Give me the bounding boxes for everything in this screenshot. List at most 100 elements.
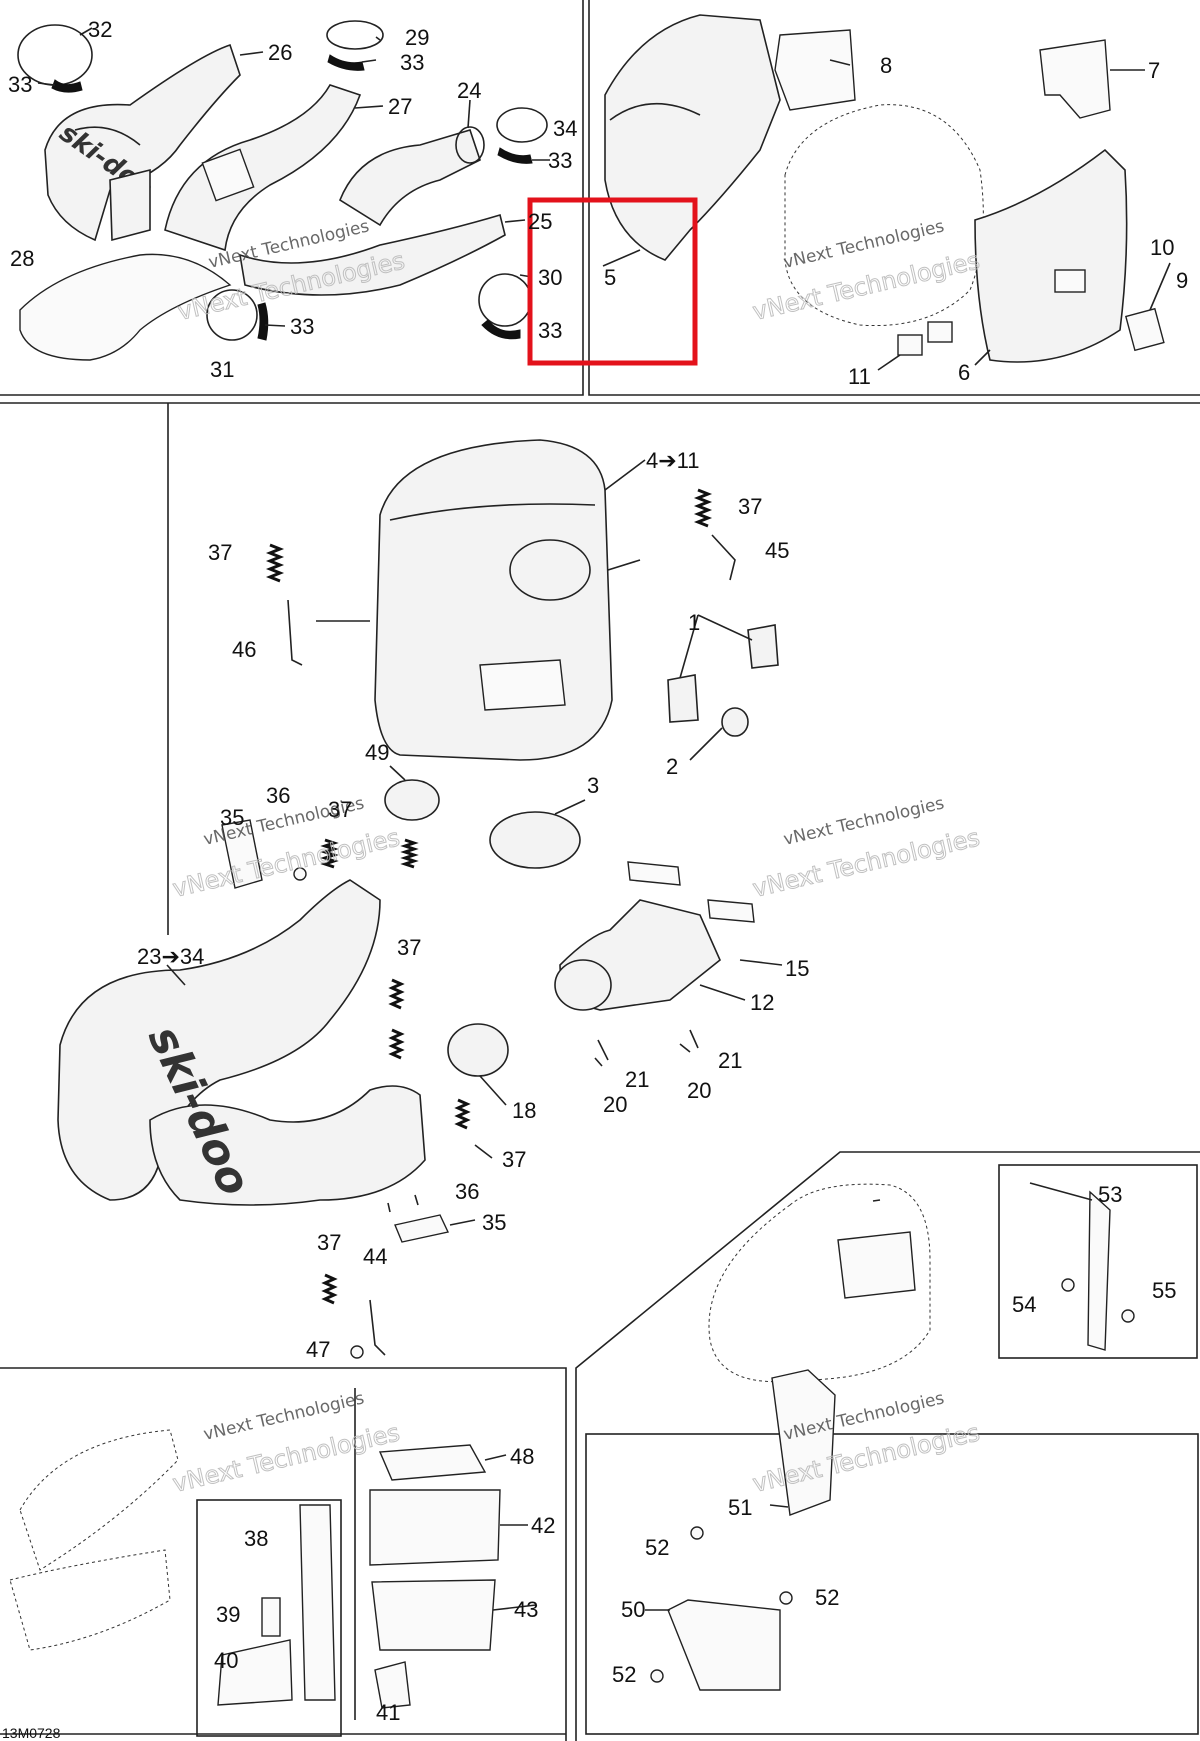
part-label-52: 52 (815, 1585, 839, 1610)
nut-52-a (690, 1526, 704, 1540)
part-label-26: 26 (268, 40, 292, 65)
part-label-55: 55 (1152, 1278, 1176, 1303)
clip-11-b (927, 321, 953, 343)
expansion-chamber (57, 879, 381, 1201)
assembly-plate (837, 1231, 916, 1299)
highlight-box-part-5[interactable] (527, 197, 698, 366)
spring-37-d (400, 838, 419, 869)
bracket-35-a (221, 819, 263, 889)
part-label-37: 37 (328, 797, 352, 822)
ring-29 (326, 20, 384, 50)
part-label-38: 38 (244, 1526, 268, 1551)
pipe-24-end (455, 126, 485, 164)
clip-11-a (897, 334, 923, 356)
ring-30 (478, 273, 532, 327)
plate-40 (217, 1639, 293, 1706)
part-label-37: 37 (208, 540, 232, 565)
spring-37-b (265, 543, 285, 583)
part-label-52: 52 (612, 1662, 636, 1687)
grommet-2 (721, 707, 749, 737)
part-label-30: 30 (538, 265, 562, 290)
spring-37-h (388, 1028, 405, 1060)
bolt-20-b (679, 1029, 699, 1053)
part-label-45: 45 (765, 538, 789, 563)
bolt-54 (1061, 1278, 1075, 1292)
pipe-27 (164, 84, 362, 252)
label-39 (261, 1597, 281, 1637)
strip-38 (299, 1504, 336, 1701)
plate-43 (371, 1579, 496, 1651)
part-label-12: 12 (750, 990, 774, 1015)
part-label-37: 37 (738, 494, 762, 519)
hook-44 (369, 1299, 386, 1356)
pipe-24 (339, 129, 481, 227)
part-label-33: 33 (548, 148, 572, 173)
part-label-6: 6 (958, 360, 970, 385)
part-label-8: 8 (880, 53, 892, 78)
part-label-39: 39 (216, 1602, 240, 1627)
part-label-32: 32 (88, 17, 112, 42)
assembly-view-group (650, 1183, 1135, 1691)
part-label-24: 24 (457, 78, 481, 103)
pipe-section-a (109, 168, 151, 242)
part-label-2: 2 (666, 754, 678, 779)
part-label-37: 37 (317, 1230, 341, 1255)
chamber-lower (149, 1085, 426, 1206)
clamp-33-e (257, 302, 269, 341)
bolt-55 (1121, 1309, 1135, 1323)
gasket-28 (19, 253, 232, 361)
nut-52-b (779, 1591, 793, 1605)
flange-15-b (707, 899, 755, 923)
part-label-10: 10 (1150, 235, 1174, 260)
side-panel-outline (19, 1429, 179, 1571)
bracket-35-b (394, 1214, 450, 1243)
part-label-29: 29 (405, 25, 429, 50)
main-muffler-group: ski-doo (57, 439, 779, 1359)
part-label-33: 33 (8, 72, 32, 97)
part-label-3: 3 (587, 773, 599, 798)
pipe-26-detail (74, 126, 141, 146)
heat-shield-6 (974, 148, 1128, 363)
muffler-25 (238, 213, 506, 296)
frame-bottom-right (575, 1151, 1200, 1741)
muffler-outlet (509, 539, 591, 601)
part-label-18: 18 (512, 1098, 536, 1123)
part-label-40: 40 (214, 1648, 238, 1673)
part-label-11: 11 (848, 364, 871, 389)
part-label-43: 43 (514, 1597, 538, 1622)
part-label-27: 27 (388, 94, 412, 119)
cover-5-detail (609, 102, 701, 121)
mount-1-a (747, 624, 779, 669)
part-label-52: 52 (645, 1535, 669, 1560)
clamp-33-d (481, 319, 521, 340)
part-label-37: 37 (397, 935, 421, 960)
seal-49 (384, 779, 440, 821)
spring-37-g (388, 978, 405, 1010)
plate-42 (369, 1489, 501, 1566)
part-label-25: 25 (528, 209, 552, 234)
part-label-34: 34 (553, 116, 577, 141)
plate-10 (1124, 307, 1165, 352)
part-label-50: 50 (621, 1597, 645, 1622)
shield-plates-group (9, 1429, 501, 1709)
bracket-50 (667, 1599, 781, 1691)
cover-51 (771, 1369, 836, 1516)
part-label-33: 33 (538, 318, 562, 343)
nut-52-c (650, 1669, 664, 1683)
lower-panel-outline (9, 1549, 171, 1651)
clamp-33-a (51, 79, 83, 93)
muffler-bracket (479, 659, 566, 711)
ring-31 (206, 289, 258, 341)
part-label-44: 44 (363, 1244, 387, 1269)
shield-53 (1087, 1190, 1111, 1351)
part-label-46: 46 (232, 637, 256, 662)
bracket-27 (201, 148, 255, 202)
flange-15-a (627, 861, 681, 886)
clamp-33-b (327, 54, 365, 71)
muffler-seam (389, 503, 596, 521)
assembly-outline (708, 1183, 931, 1383)
frame-bottom-left (0, 1367, 567, 1741)
